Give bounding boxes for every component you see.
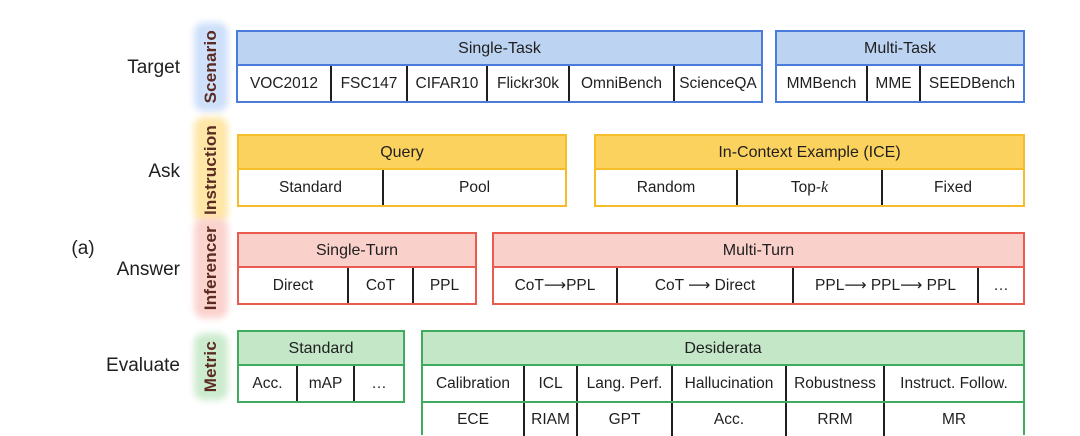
figure-caption: (a) bbox=[71, 238, 95, 259]
cell-top-k-variable: k bbox=[821, 178, 829, 196]
cell-instruct-follow[interactable]: Instruct. Follow. bbox=[883, 366, 1023, 401]
component-label-scenario: Scenario bbox=[199, 26, 223, 107]
cell-robustness[interactable]: Robustness bbox=[785, 366, 883, 401]
cell-gpt[interactable]: GPT bbox=[576, 403, 671, 436]
group-row: Standard Pool bbox=[239, 170, 565, 205]
cell-flickr30k[interactable]: Flickr30k bbox=[486, 66, 568, 101]
group-title-ice: In-Context Example (ICE) bbox=[596, 136, 1023, 170]
group-row: MMBench MME SEEDBench bbox=[777, 66, 1023, 101]
cell-mmbench[interactable]: MMBench bbox=[777, 66, 866, 101]
cell-calibration[interactable]: Calibration bbox=[423, 366, 523, 401]
group-title-single-task: Single-Task bbox=[238, 32, 761, 66]
group-title-multi-turn: Multi-Turn bbox=[494, 234, 1023, 268]
component-label-instruction: Instruction bbox=[199, 122, 223, 219]
cell-lang-perf[interactable]: Lang. Perf. bbox=[576, 366, 671, 401]
group-title-query: Query bbox=[239, 136, 565, 170]
cell-direct[interactable]: Direct bbox=[239, 268, 347, 303]
cell-cot-to-direct[interactable]: CoT ⟶ Direct bbox=[616, 268, 792, 303]
cell-acc[interactable]: Acc. bbox=[671, 403, 785, 436]
group-title-multi-task: Multi-Task bbox=[777, 32, 1023, 66]
cell-ellipsis[interactable]: … bbox=[977, 268, 1023, 303]
component-label-instruction-wrap: Instruction bbox=[196, 122, 226, 219]
group-row: Direct CoT PPL bbox=[239, 268, 475, 303]
stage-label-ask: Ask bbox=[148, 161, 180, 182]
cell-omnibench[interactable]: OmniBench bbox=[568, 66, 673, 101]
group-in-context-example: In-Context Example (ICE) Random Top-k Fi… bbox=[594, 134, 1025, 207]
group-single-task: Single-Task VOC2012 FSC147 CIFAR10 Flick… bbox=[236, 30, 763, 103]
cell-top-k[interactable]: Top-k bbox=[736, 170, 881, 205]
cell-seedbench[interactable]: SEEDBench bbox=[919, 66, 1023, 101]
cell-cifar10[interactable]: CIFAR10 bbox=[406, 66, 486, 101]
component-label-inferencer: Inferencer bbox=[199, 223, 223, 314]
cell-cot-to-ppl[interactable]: CoT⟶PPL bbox=[494, 268, 616, 303]
cell-fixed[interactable]: Fixed bbox=[881, 170, 1023, 205]
group-query: Query Standard Pool bbox=[237, 134, 567, 207]
group-standard: Standard Acc. mAP … bbox=[237, 330, 405, 403]
group-row: Acc. mAP … bbox=[239, 366, 403, 401]
group-row: Calibration ICL Lang. Perf. Hallucinatio… bbox=[423, 366, 1023, 401]
cell-cot[interactable]: CoT bbox=[347, 268, 412, 303]
component-label-metric-wrap: Metric bbox=[196, 330, 226, 403]
group-single-turn: Single-Turn Direct CoT PPL bbox=[237, 232, 477, 305]
cell-icl[interactable]: ICL bbox=[523, 366, 576, 401]
cell-mr[interactable]: MR bbox=[883, 403, 1023, 436]
cell-ece[interactable]: ECE bbox=[423, 403, 523, 436]
stage-label-evaluate: Evaluate bbox=[106, 355, 180, 376]
cell-map[interactable]: mAP bbox=[296, 366, 353, 401]
component-label-inferencer-wrap: Inferencer bbox=[196, 223, 226, 314]
group-row: ECE RIAM GPT Acc. RRM MR bbox=[423, 401, 1023, 436]
component-label-metric: Metric bbox=[199, 337, 223, 396]
stage-label-answer: Answer bbox=[116, 259, 180, 280]
group-desiderata: Desiderata Calibration ICL Lang. Perf. H… bbox=[421, 330, 1025, 436]
group-row: Random Top-k Fixed bbox=[596, 170, 1023, 205]
cell-voc2012[interactable]: VOC2012 bbox=[238, 66, 330, 101]
cell-pool[interactable]: Pool bbox=[382, 170, 565, 205]
cell-riam[interactable]: RIAM bbox=[523, 403, 576, 436]
stage-label-target: Target bbox=[127, 57, 180, 78]
group-row: CoT⟶PPL CoT ⟶ Direct PPL⟶ PPL⟶ PPL … bbox=[494, 268, 1023, 303]
group-title-desiderata: Desiderata bbox=[423, 332, 1023, 366]
group-row: VOC2012 FSC147 CIFAR10 Flickr30k OmniBen… bbox=[238, 66, 761, 101]
group-title-standard: Standard bbox=[239, 332, 403, 366]
cell-random[interactable]: Random bbox=[596, 170, 736, 205]
cell-fsc147[interactable]: FSC147 bbox=[330, 66, 406, 101]
cell-ppl[interactable]: PPL bbox=[412, 268, 475, 303]
cell-acc[interactable]: Acc. bbox=[239, 366, 296, 401]
cell-mme[interactable]: MME bbox=[866, 66, 919, 101]
group-multi-task: Multi-Task MMBench MME SEEDBench bbox=[775, 30, 1025, 103]
cell-standard[interactable]: Standard bbox=[239, 170, 382, 205]
cell-ellipsis[interactable]: … bbox=[353, 366, 403, 401]
cell-scienceqa[interactable]: ScienceQA bbox=[673, 66, 761, 101]
group-multi-turn: Multi-Turn CoT⟶PPL CoT ⟶ Direct PPL⟶ PPL… bbox=[492, 232, 1025, 305]
cell-rrm[interactable]: RRM bbox=[785, 403, 883, 436]
cell-ppl-to-ppl-to-ppl[interactable]: PPL⟶ PPL⟶ PPL bbox=[792, 268, 977, 303]
cell-hallucination[interactable]: Hallucination bbox=[671, 366, 785, 401]
group-title-single-turn: Single-Turn bbox=[239, 234, 475, 268]
component-label-scenario-wrap: Scenario bbox=[196, 26, 226, 107]
